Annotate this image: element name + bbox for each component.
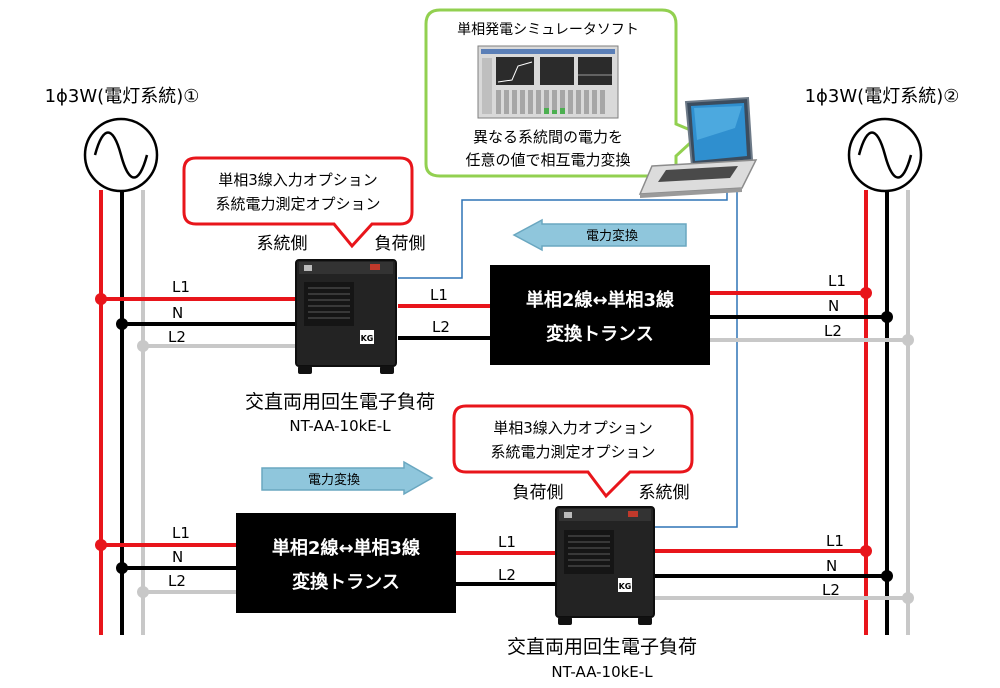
transformer-bottom: 単相2線↔単相3線 変換トランス (236, 513, 456, 613)
wire-label-l1: L1 (172, 524, 190, 542)
callout-bottom: 単相3線入力オプション 系統電力測定オプション (452, 404, 694, 499)
arrow-bottom: 電力変換 (261, 460, 434, 496)
wire-label-l2: L2 (168, 572, 186, 590)
bottom-wires (101, 543, 908, 600)
wire-label-n: N (826, 557, 837, 575)
callout-top-line2: 系統電力測定オプション (215, 195, 380, 213)
software-title: 単相発電シミュレータソフト (457, 22, 639, 38)
left-bus (99, 190, 145, 635)
load-bottom-model: NT-AA-10kE-L (551, 663, 653, 681)
callout-top-line1: 単相3線入力オプション (218, 171, 378, 189)
transformer-top-line1: 単相2線↔単相3線 (526, 289, 674, 311)
electronic-load-bottom: KG (555, 506, 655, 625)
wire-label-l1: L1 (826, 532, 844, 550)
wire-label-l2: L2 (822, 581, 840, 599)
wire-label-n: N (828, 297, 839, 315)
device-logo: KG (361, 334, 374, 343)
wire-label-l1: L1 (498, 533, 516, 551)
callout-top: 単相3線入力オプション 系統電力測定オプション (182, 156, 414, 249)
arrow-top: 電力変換 (512, 218, 687, 252)
wire-label-l2: L2 (432, 318, 450, 336)
software-desc-line1: 異なる系統間の電力を (473, 128, 623, 146)
laptop-icon (638, 96, 758, 198)
load-top-load-side: 負荷側 (375, 234, 426, 254)
wire-label-l1: L1 (828, 272, 846, 290)
wire-label-l1: L1 (430, 286, 448, 304)
load-bottom-grid-side: 系統側 (639, 483, 690, 503)
software-callout: 単相発電シミュレータソフト 異な (424, 8, 703, 178)
load-bottom-load-side: 負荷側 (513, 483, 564, 503)
callout-bottom-line1: 単相3線入力オプション (493, 419, 653, 437)
arrow-top-label: 電力変換 (586, 228, 638, 244)
wire-label-l1: L1 (172, 278, 190, 296)
transformer-top-line2: 変換トランス (546, 323, 654, 345)
transformer-bottom-line2: 変換トランス (292, 571, 400, 593)
electronic-load-top: KG (295, 259, 397, 374)
wire-label-n: N (172, 548, 183, 566)
wire-label-l2: L2 (168, 328, 186, 346)
load-top-name: 交直両用回生電子負荷 (245, 391, 435, 413)
source-right-label: 1ϕ3W(電灯系統)② (805, 86, 960, 107)
wire-labels: L1 N L2 L1 L2 L1 N L2 L1 N L2 L1 L2 L1 N… (168, 272, 846, 599)
sine-wave-icon (857, 131, 913, 179)
device-logo: KG (619, 582, 632, 591)
sine-wave-icon (93, 131, 149, 179)
wire-label-l2: L2 (824, 322, 842, 340)
software-desc-line2: 任意の値で相互電力変換 (465, 151, 630, 169)
source-left-label: 1ϕ3W(電灯系統)① (45, 86, 200, 107)
load-bottom-name: 交直両用回生電子負荷 (507, 636, 697, 658)
load-top-grid-side: 系統側 (257, 234, 308, 254)
junction-dots (95, 287, 914, 604)
callout-bottom-line2: 系統電力測定オプション (490, 443, 655, 461)
right-bus (864, 190, 910, 635)
transformer-bottom-line1: 単相2線↔単相3線 (272, 537, 420, 559)
ac-source-left (83, 117, 159, 193)
software-screenshot (477, 45, 619, 119)
top-wires (101, 291, 908, 348)
transformer-top: 単相2線↔単相3線 変換トランス (490, 265, 710, 365)
load-top-model: NT-AA-10kE-L (289, 417, 391, 435)
arrow-bottom-label: 電力変換 (308, 472, 360, 488)
wire-label-l2: L2 (498, 566, 516, 584)
wire-label-n: N (172, 304, 183, 322)
ac-source-right (847, 117, 923, 193)
